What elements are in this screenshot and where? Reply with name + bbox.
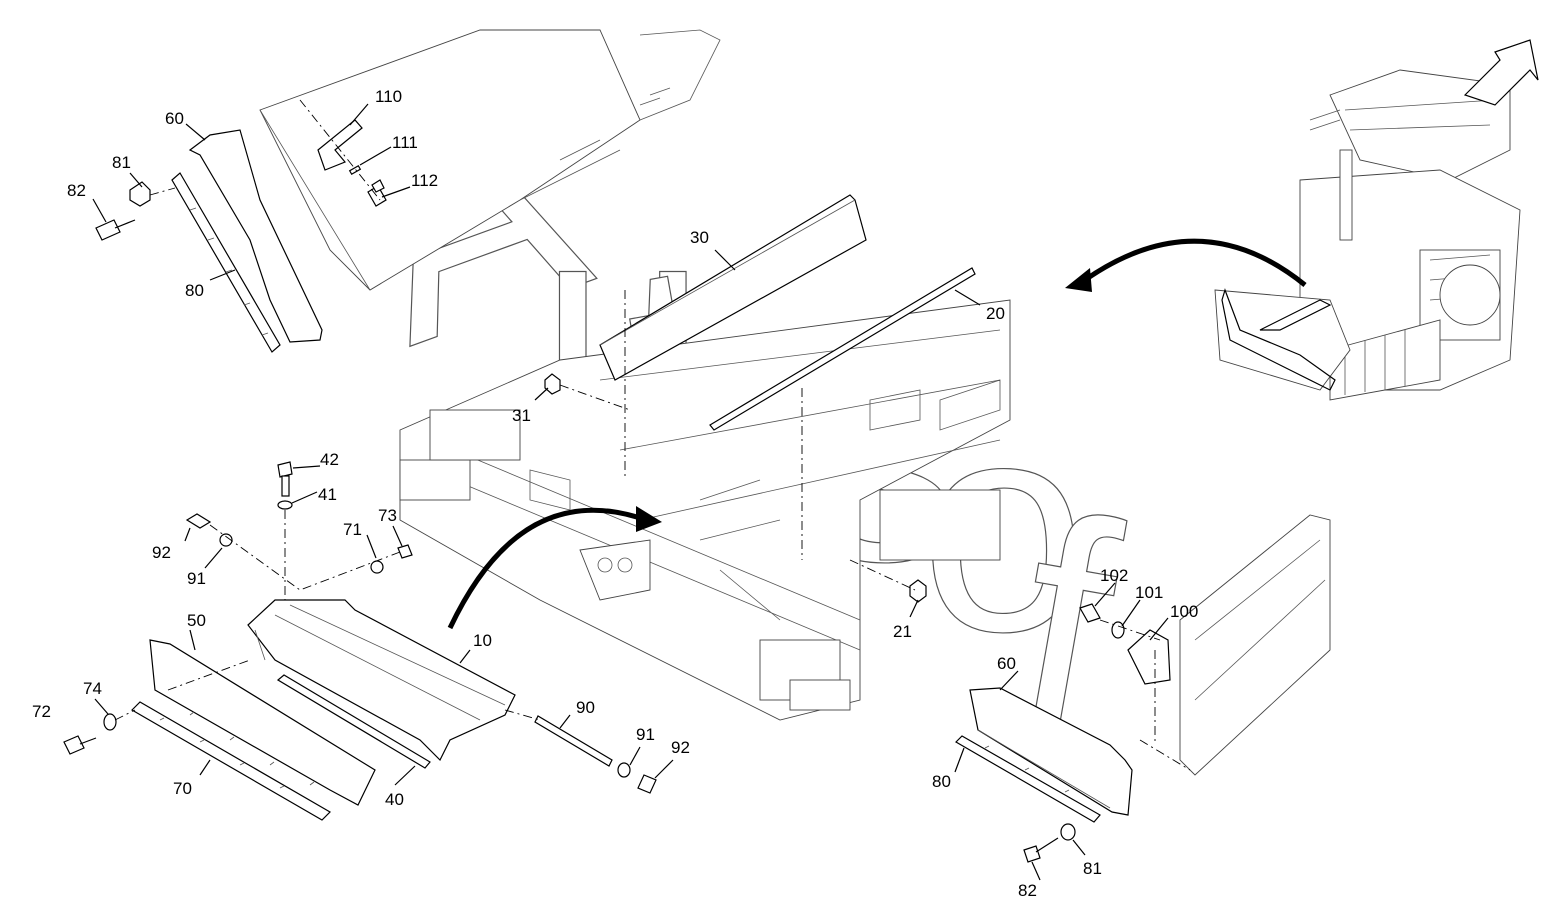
- label-60-top: 60: [165, 109, 184, 128]
- fasteners-row-left: [185, 513, 413, 591]
- part-number-labels: 110 111 112 60 81 82 80 30 20 31 42 41 7…: [32, 87, 1198, 900]
- direction-arrows: [447, 238, 1307, 630]
- leader-lines: [92, 103, 1169, 881]
- label-60-right: 60: [997, 654, 1016, 673]
- label-82-top: 82: [67, 181, 86, 200]
- label-81-right: 81: [1083, 859, 1102, 878]
- label-80-right: 80: [932, 772, 951, 791]
- part-70: [131, 701, 331, 821]
- label-91-right: 91: [636, 725, 655, 744]
- label-90: 90: [576, 698, 595, 717]
- label-111: 111: [392, 133, 418, 152]
- chassis-frame: [399, 299, 1011, 721]
- label-73: 73: [378, 506, 397, 525]
- label-42: 42: [320, 450, 339, 469]
- label-70: 70: [173, 779, 192, 798]
- label-10: 10: [473, 631, 492, 650]
- part-40: [276, 674, 431, 769]
- label-112: 112: [411, 171, 438, 190]
- label-74: 74: [83, 679, 102, 698]
- part-50: [149, 639, 376, 806]
- label-82-right: 82: [1018, 881, 1037, 900]
- part-90-rod: [504, 709, 657, 794]
- label-40: 40: [385, 790, 404, 809]
- arrow-to-frame: [447, 507, 641, 630]
- paver-overview: [1214, 39, 1539, 401]
- part-60-80-top: [95, 129, 323, 353]
- label-41: 41: [318, 485, 337, 504]
- label-30: 30: [690, 228, 709, 247]
- label-101: 101: [1135, 583, 1163, 602]
- label-21: 21: [893, 622, 912, 641]
- part-20: [709, 267, 976, 603]
- label-50: 50: [187, 611, 206, 630]
- label-102: 102: [1100, 566, 1128, 585]
- label-31: 31: [512, 406, 531, 425]
- hopper-fragment-right: [1179, 514, 1331, 776]
- label-110: 110: [375, 87, 402, 106]
- part-30: [544, 194, 867, 480]
- label-80-top: 80: [185, 281, 204, 300]
- fasteners-72-74: [63, 709, 136, 755]
- label-71: 71: [343, 520, 362, 539]
- label-72: 72: [32, 702, 51, 721]
- hopper-fragment-top: [259, 29, 721, 291]
- part-60-80-right: [955, 603, 1191, 863]
- fasteners-41-42: [277, 461, 293, 620]
- label-20: 20: [986, 304, 1005, 323]
- label-92-right: 92: [671, 738, 690, 757]
- arrow-to-overview: [1083, 238, 1307, 287]
- part-10: [247, 599, 516, 762]
- label-100: 100: [1170, 602, 1198, 621]
- label-81-top: 81: [112, 153, 131, 172]
- label-91-left: 91: [187, 569, 206, 588]
- label-92-left: 92: [152, 543, 171, 562]
